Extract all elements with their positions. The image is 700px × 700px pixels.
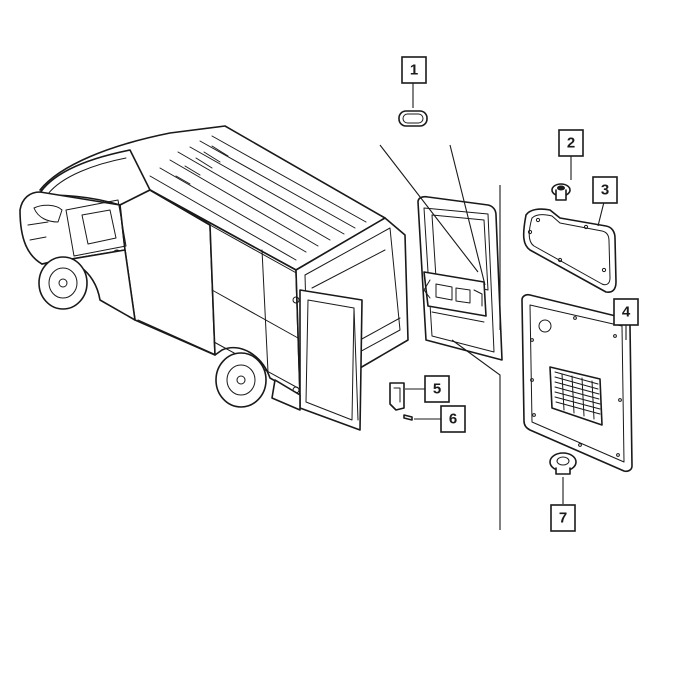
callout-5: 5 [424, 375, 450, 403]
callout-label: 4 [622, 304, 631, 321]
door-check-strap [389, 382, 405, 411]
open-rear-door [292, 289, 363, 431]
callout-label: 6 [449, 411, 457, 428]
front-wheel [38, 256, 88, 310]
callout-4: 4 [613, 298, 639, 326]
hinge-pin [403, 414, 413, 421]
callout-label: 7 [559, 510, 567, 527]
callout-leader-3 [597, 201, 605, 227]
callout-7: 7 [550, 504, 576, 532]
callout-3: 3 [592, 176, 618, 204]
callout-label: 3 [601, 182, 609, 199]
rear-door-inner-view [417, 195, 503, 361]
callout-label: 5 [433, 381, 441, 398]
trim-panel-clip [549, 452, 577, 475]
callout-6: 6 [440, 405, 466, 433]
leader-line [451, 339, 501, 530]
rear-wheel [215, 352, 267, 408]
push-pin-fastener [551, 183, 571, 201]
net-pocket-mesh [554, 371, 601, 420]
callout-2: 2 [558, 129, 584, 157]
van-illustration [19, 125, 409, 431]
callout-label: 1 [410, 62, 418, 79]
leader-line [449, 144, 486, 286]
door-trim-panel [521, 293, 633, 473]
roof-ribs [149, 135, 367, 261]
lamp-lens [398, 110, 428, 127]
leader-line [379, 144, 479, 273]
callout-label: 2 [567, 135, 575, 152]
door-trim-seal [522, 208, 617, 293]
callout-1: 1 [401, 56, 427, 84]
